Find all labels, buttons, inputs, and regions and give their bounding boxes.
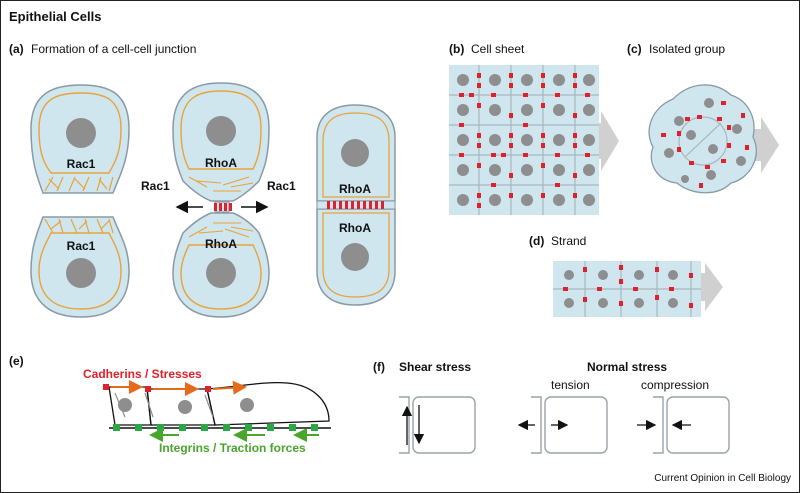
migration-arrow [749, 117, 779, 173]
panel-f-letter: (f) [373, 360, 385, 374]
figure-title: Epithelial Cells [9, 9, 101, 24]
right-cell-pair: RhoA RhoA [316, 104, 396, 306]
label-rhoa: RhoA [205, 156, 237, 170]
panel-e-letter: (e) [9, 354, 24, 368]
nucleus [341, 243, 369, 271]
shear-stress-title: Shear stress [399, 360, 471, 374]
panel-a: (a) Formation of a cell-cell junction Ra… [9, 42, 396, 318]
middle-cell-bottom: RhoA [172, 212, 270, 318]
nucleus [66, 258, 96, 288]
panel-d-letter: (d) [529, 234, 544, 248]
panel-a-title: Formation of a cell-cell junction [31, 42, 196, 56]
nucleus [341, 139, 369, 167]
panel-f: (f) Shear stress Normal stress tension c… [373, 360, 730, 454]
label-rhoa: RhoA [339, 182, 371, 196]
label-rhoa: RhoA [339, 221, 371, 235]
panel-a-letter: (a) [9, 42, 24, 56]
left-cell-top: Rac1 [30, 84, 130, 194]
panel-b: (b) Cell sheet [449, 42, 619, 215]
left-cell-bottom: Rac1 [30, 216, 130, 318]
tension-label: tension [551, 378, 590, 392]
footer-credit: Current Opinion in Cell Biology [654, 473, 791, 484]
label-rac1: Rac1 [67, 157, 96, 171]
cadherins-label: Cadherins / Stresses [83, 367, 202, 381]
cell-cluster [648, 84, 757, 194]
panel-b-title: Cell sheet [471, 42, 525, 56]
panel-c: (c) Isolated group [627, 42, 779, 194]
migration-arrow [695, 263, 723, 311]
compression-label: compression [641, 378, 709, 392]
normal-stress-title: Normal stress [587, 360, 667, 374]
label-rhoa: RhoA [205, 237, 237, 251]
integrins-label: Integrins / Traction forces [159, 441, 306, 455]
label-rac1-right: Rac1 [267, 179, 296, 193]
cell-sheet-junctions [459, 73, 590, 208]
nucleus [66, 118, 96, 148]
nascent-junction [214, 201, 232, 213]
panel-c-title: Isolated group [649, 42, 725, 56]
panel-e: (e) Cadherins / Stresses [9, 354, 331, 455]
label-rac1: Rac1 [67, 239, 96, 253]
cell-sheet-nuclei [457, 74, 595, 206]
panel-c-letter: (c) [627, 42, 642, 56]
panel-d-title: Strand [551, 234, 586, 248]
nucleus [206, 116, 236, 146]
panel-b-letter: (b) [449, 42, 464, 56]
nucleus [206, 258, 236, 288]
label-rac1-left: Rac1 [141, 179, 170, 193]
middle-cell-top: RhoA [172, 82, 270, 202]
panel-d: (d) Strand [529, 234, 723, 317]
